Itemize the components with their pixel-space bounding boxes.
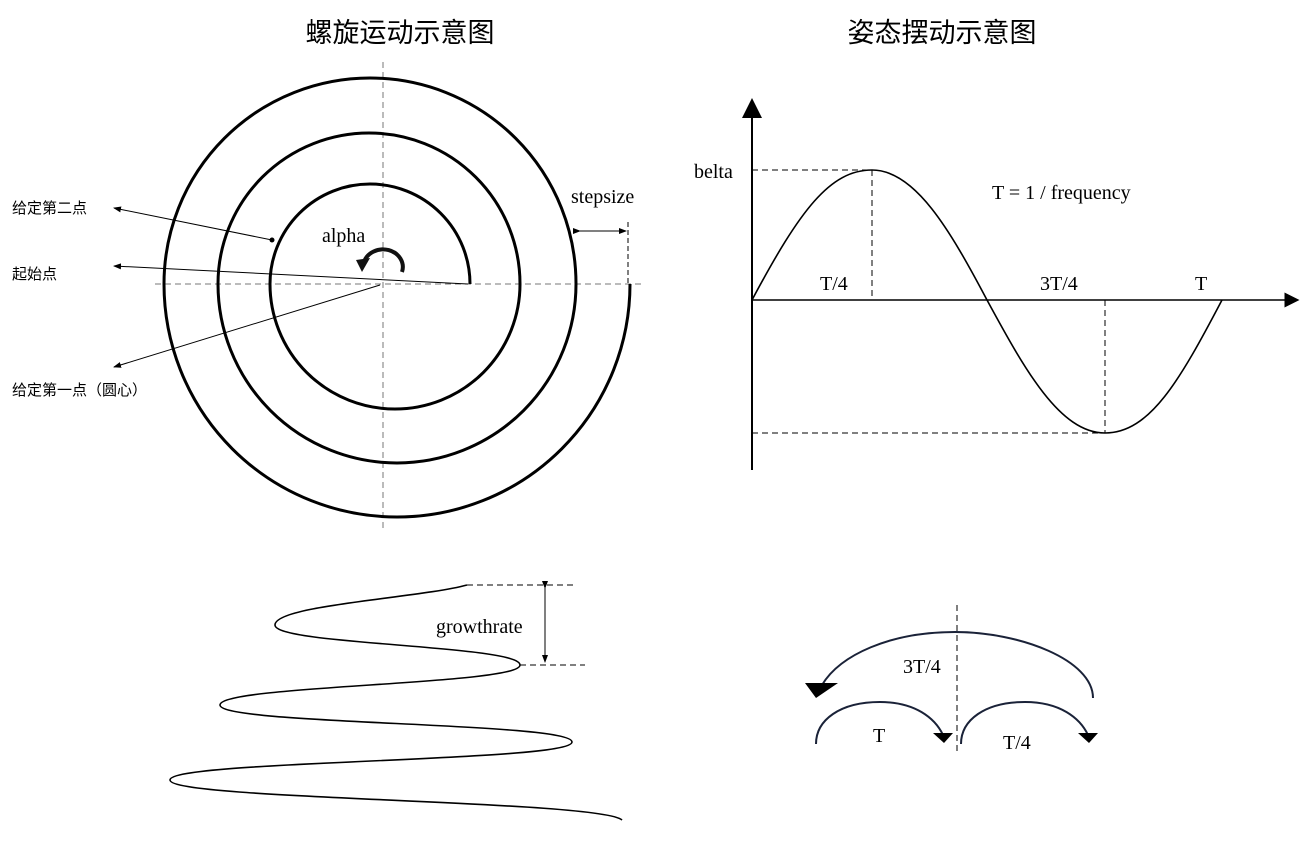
arc-full-arrowhead-icon (933, 733, 953, 743)
t-quarter-label: T/4 (820, 273, 848, 295)
rotation-arrowhead-icon (356, 258, 370, 272)
growthrate-label: growthrate (436, 616, 523, 638)
arc-quarter-label: T/4 (1003, 732, 1031, 754)
formula-label: T = 1 / frequency (992, 182, 1131, 204)
spiral-diagram: 给定第二点 起始点 给定第一点（圆心） alpha stepsize (12, 62, 645, 532)
label-start-point: 起始点 (12, 265, 57, 283)
spiral-title: 螺旋运动示意图 (306, 18, 495, 49)
t-full-label: T (1195, 273, 1207, 295)
second-point-pointer (113, 206, 273, 241)
first-point-pointer (113, 284, 381, 368)
arc-quarter-arrowhead-icon (1078, 733, 1098, 743)
rotation-arrow-icon (362, 247, 405, 273)
arc-full-label: T (873, 725, 885, 747)
label-first-point: 给定第一点（圆心） (12, 381, 147, 399)
label-second-point: 给定第二点 (12, 199, 87, 217)
sine-curve (751, 169, 1223, 434)
swing-title: 姿态摆动示意图 (848, 18, 1037, 49)
alpha-label: alpha (322, 225, 365, 247)
t-three-quarter-label: 3T/4 (1040, 273, 1078, 295)
arc-three-quarter-arrowhead-icon (805, 683, 838, 698)
belta-label: belta (694, 161, 733, 183)
spiral-curve (162, 76, 632, 519)
growth-wave-curve (169, 584, 623, 821)
arc-full (815, 700, 944, 745)
start-point-pointer (113, 263, 469, 285)
second-point-dot (269, 237, 275, 243)
growth-wave-diagram: growthrate (169, 581, 623, 821)
swing-diagram: belta T = 1 / frequency T/4 3T/4 T (694, 98, 1300, 470)
arc-three-quarter-label: 3T/4 (903, 656, 941, 678)
arc-three-quarter (821, 630, 1094, 699)
phase-arcs-diagram: 3T/4 T T/4 (805, 605, 1098, 755)
stepsize-label: stepsize (571, 186, 634, 208)
arc-quarter (960, 700, 1089, 745)
